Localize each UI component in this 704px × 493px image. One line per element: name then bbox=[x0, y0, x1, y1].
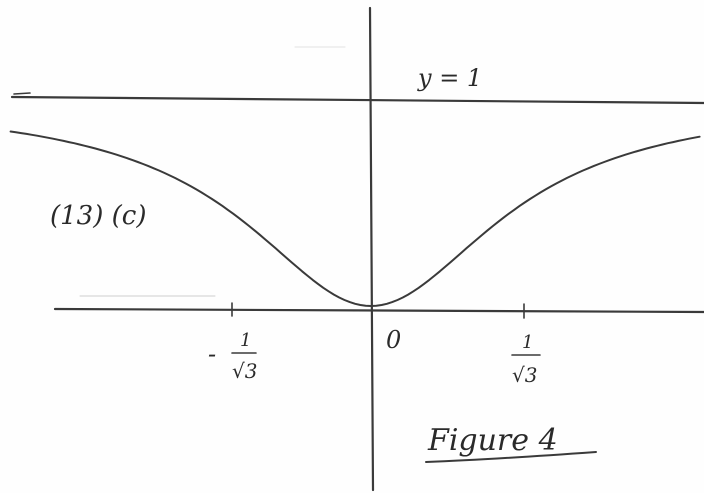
tick-label-neg: - 1 √3 bbox=[208, 330, 257, 383]
curve-series bbox=[9, 130, 701, 307]
neg-sign: - bbox=[208, 340, 216, 368]
pos-denominator: √3 bbox=[512, 363, 537, 387]
tick-label-pos: 1 √3 bbox=[511, 332, 541, 387]
asymptote-label: y = 1 bbox=[417, 64, 482, 92]
origin-label: 0 bbox=[386, 326, 401, 354]
asymptote-line bbox=[10, 95, 704, 105]
figure-caption: Figure 4 bbox=[427, 423, 558, 458]
pos-numerator: 1 bbox=[522, 332, 533, 353]
neg-numerator: 1 bbox=[240, 330, 251, 351]
x-axis bbox=[53, 307, 704, 314]
caption-underline bbox=[425, 451, 597, 463]
neg-denominator: √3 bbox=[232, 359, 257, 383]
asymptote-line-tail bbox=[13, 92, 31, 95]
problem-label: (13) (c) bbox=[50, 201, 146, 231]
y-axis bbox=[368, 6, 375, 492]
